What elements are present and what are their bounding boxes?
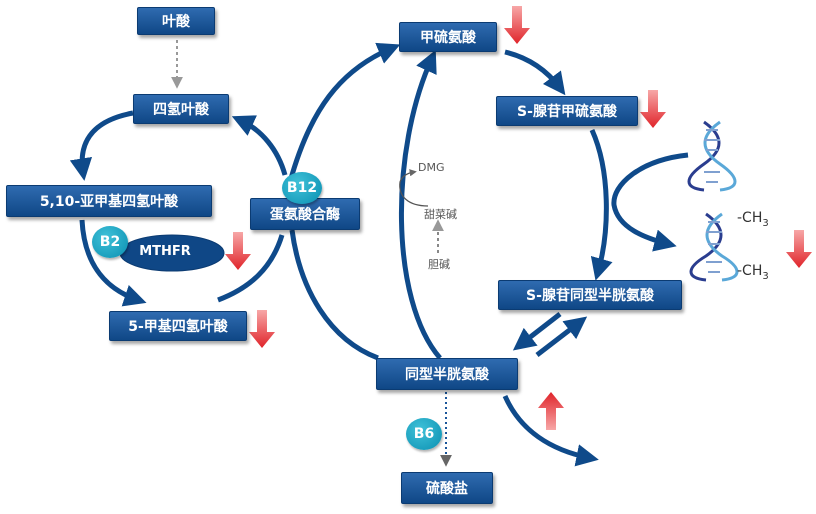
label-ch3-bottom: -CH3: [737, 263, 769, 282]
node-sulfate: 硫酸盐: [401, 472, 493, 504]
node-sah: S-腺苷同型半胱氨酸: [498, 280, 682, 310]
badge-b12: B12: [282, 172, 322, 204]
badge-b2: B2: [92, 226, 128, 258]
node-sam: S-腺苷甲硫氨酸: [496, 96, 638, 126]
up-red-arrow-icon: [538, 392, 564, 430]
badge-b6: B6: [406, 418, 442, 450]
node-folic-acid: 叶酸: [137, 7, 215, 35]
down-red-arrow-icon: [249, 310, 275, 348]
node-thf: 四氢叶酸: [133, 94, 229, 124]
down-red-arrow-icon: [225, 232, 251, 270]
mthfr-label: MTHFR: [128, 244, 202, 259]
label-ch3-top: -CH3: [737, 210, 769, 229]
arrow-methyl-to-synthase: [218, 235, 282, 300]
dna-helix-icon: [691, 214, 737, 280]
label-betaine: 甜菜碱: [424, 206, 457, 222]
arrow-homocysteine-to-synthase: [292, 230, 378, 358]
arrow-synthase-to-thf: [240, 120, 285, 175]
label-dmg: DMG: [418, 161, 445, 174]
arrow-methionine-to-sam: [505, 52, 560, 88]
dna-helix-icon: [689, 122, 735, 190]
arrow-dna-methylation: [614, 155, 688, 244]
node-methyl-thf: 5-甲基四氢叶酸: [109, 311, 247, 341]
down-red-arrow-icon: [504, 6, 530, 44]
label-choline: 胆碱: [428, 256, 450, 272]
node-methylene-thf: 5,10-亚甲基四氢叶酸: [6, 185, 212, 217]
down-red-arrow-icon: [640, 90, 666, 128]
arrow-synthase-to-methionine: [290, 48, 392, 182]
node-methionine: 甲硫氨酸: [399, 22, 497, 52]
down-red-arrow-icon: [786, 230, 812, 268]
arrow-sam-to-sah: [592, 130, 606, 272]
node-homocysteine: 同型半胱氨酸: [376, 358, 518, 390]
arrow-thf-to-methylene: [82, 113, 133, 172]
